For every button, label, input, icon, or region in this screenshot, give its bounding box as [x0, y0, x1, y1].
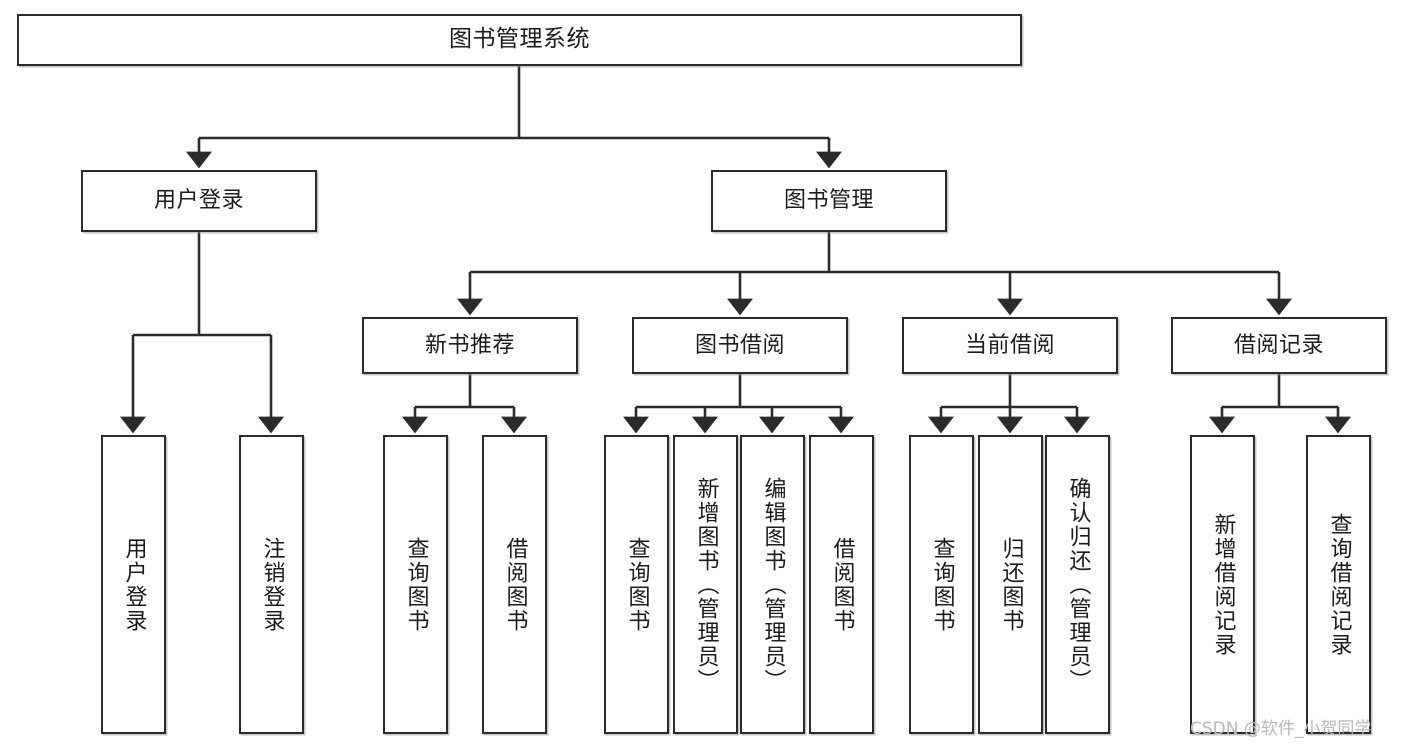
leaf-book-borrow-add-admin[interactable]: 新增图书（管理员）: [673, 435, 738, 734]
leaf-new-book-borrow[interactable]: 借阅图书: [482, 435, 547, 734]
node-label: 用户登录: [153, 188, 244, 214]
node-label: 图书管理: [783, 188, 874, 214]
node-label: 新书推荐: [424, 332, 515, 358]
leaf-book-borrow-edit-admin[interactable]: 编辑图书（管理员）: [740, 435, 805, 734]
leaf-book-borrow-borrow[interactable]: 借阅图书: [809, 435, 874, 734]
node-label: 确认归还（管理员）: [1065, 476, 1091, 693]
node-label: 新增图书（管理员）: [693, 476, 719, 693]
node-label: 归还图书: [998, 536, 1024, 633]
leaf-current-borrow-return[interactable]: 归还图书: [978, 435, 1043, 734]
leaf-book-borrow-query[interactable]: 查询图书: [604, 435, 669, 734]
node-label: 图书管理系统: [449, 26, 590, 53]
node-label: 新增借阅记录: [1210, 512, 1236, 657]
leaf-user-login-signin[interactable]: 用户登录: [101, 435, 166, 734]
node-label: 查询图书: [403, 536, 429, 633]
node-book-borrow[interactable]: 图书借阅: [632, 317, 848, 374]
leaf-borrow-record-add[interactable]: 新增借阅记录: [1190, 435, 1255, 734]
node-label: 编辑图书（管理员）: [760, 476, 786, 693]
node-label: 借阅记录: [1233, 332, 1324, 358]
node-root-book-management-system[interactable]: 图书管理系统: [17, 14, 1022, 66]
node-label: 当前借阅: [964, 332, 1055, 358]
leaf-new-book-query[interactable]: 查询图书: [383, 435, 448, 734]
node-label: 用户登录: [121, 536, 147, 633]
node-borrow-record[interactable]: 借阅记录: [1171, 317, 1387, 374]
node-label: 查询借阅记录: [1326, 512, 1352, 657]
node-label: 图书借阅: [694, 332, 785, 358]
node-new-book-recommend[interactable]: 新书推荐: [362, 317, 578, 374]
node-current-borrow[interactable]: 当前借阅: [902, 317, 1118, 374]
leaf-user-login-signout[interactable]: 注销登录: [239, 435, 304, 734]
node-user-login[interactable]: 用户登录: [81, 170, 317, 232]
node-label: 借阅图书: [829, 536, 855, 633]
node-label: 查询图书: [624, 536, 650, 633]
node-label: 借阅图书: [502, 536, 528, 633]
node-book-management[interactable]: 图书管理: [711, 170, 947, 232]
leaf-borrow-record-query[interactable]: 查询借阅记录: [1306, 435, 1371, 734]
node-label: 查询图书: [929, 536, 955, 633]
node-label: 注销登录: [259, 536, 285, 633]
leaf-current-borrow-confirm-return-admin[interactable]: 确认归还（管理员）: [1045, 435, 1110, 734]
leaf-current-borrow-query[interactable]: 查询图书: [909, 435, 974, 734]
